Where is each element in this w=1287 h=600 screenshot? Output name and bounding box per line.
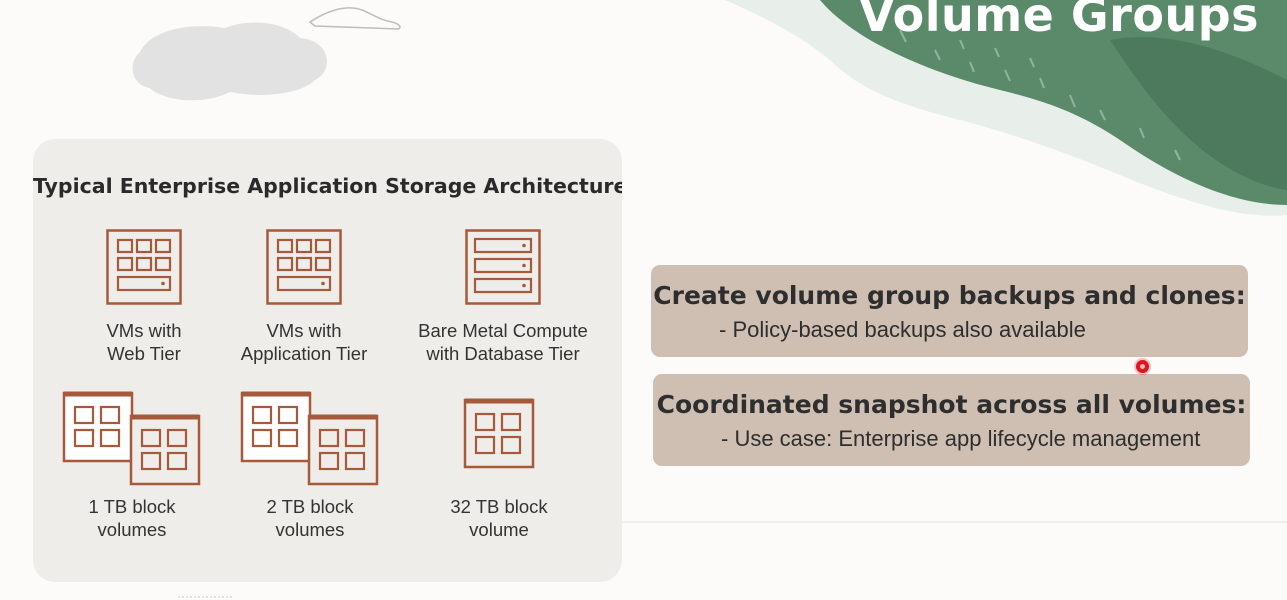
- storage-label-line2: volumes: [275, 519, 345, 540]
- compute-item-application-tier: VMs with Application Tier: [223, 229, 385, 365]
- callout-backups: Create volume group backups and clones: …: [651, 265, 1248, 357]
- storage-label-line2: volumes: [97, 519, 167, 540]
- storage-label-line2: volume: [469, 519, 529, 540]
- callout-detail: - Use case: Enterprise app lifecycle man…: [721, 426, 1201, 451]
- slide-title: Volume Groups: [859, 0, 1259, 42]
- outline-cloud-decoration: [308, 7, 401, 30]
- storage-item-32tb: 32 TB block volume: [429, 397, 569, 541]
- compute-label-line2: Web Tier: [107, 343, 181, 364]
- compute-label-line1: Bare Metal Compute: [418, 320, 588, 341]
- block-volumes-icon: [240, 391, 379, 486]
- vm-server-icon: [106, 229, 182, 305]
- callout-snapshot: Coordinated snapshot across all volumes:…: [653, 374, 1250, 466]
- compute-item-web-tier: VMs with Web Tier: [74, 229, 214, 365]
- compute-label-line1: VMs with: [106, 320, 182, 341]
- storage-label-line1: 1 TB block: [88, 496, 176, 517]
- leaf-decoration-dark: [1110, 36, 1287, 191]
- storage-label-line1: 32 TB block: [450, 496, 548, 517]
- callout-heading: Coordinated snapshot across all volumes:: [656, 390, 1247, 419]
- compute-label-line2: with Database Tier: [426, 343, 580, 364]
- storage-item-1tb: 1 TB block volumes: [61, 390, 203, 541]
- compute-item-database-tier: Bare Metal Compute with Database Tier: [405, 229, 601, 365]
- vm-server-icon: [266, 229, 342, 305]
- storage-item-2tb: 2 TB block volumes: [239, 390, 381, 541]
- architecture-panel: Typical Enterprise Application Storage A…: [33, 139, 622, 582]
- compute-label-line1: VMs with: [266, 320, 342, 341]
- leaf-texture: [899, 29, 1181, 161]
- block-volume-icon: [463, 398, 535, 469]
- laser-pointer-dot: [1136, 360, 1149, 373]
- block-volumes-icon: [62, 391, 201, 486]
- bare-metal-server-icon: [465, 229, 541, 305]
- callout-detail: - Policy-based backups also available: [719, 317, 1086, 342]
- compute-label-line2: Application Tier: [240, 343, 368, 364]
- architecture-heading: Typical Enterprise Application Storage A…: [33, 174, 622, 198]
- callout-heading: Create volume group backups and clones:: [653, 281, 1246, 310]
- cloud-decoration: [132, 22, 327, 101]
- storage-label-line1: 2 TB block: [266, 496, 354, 517]
